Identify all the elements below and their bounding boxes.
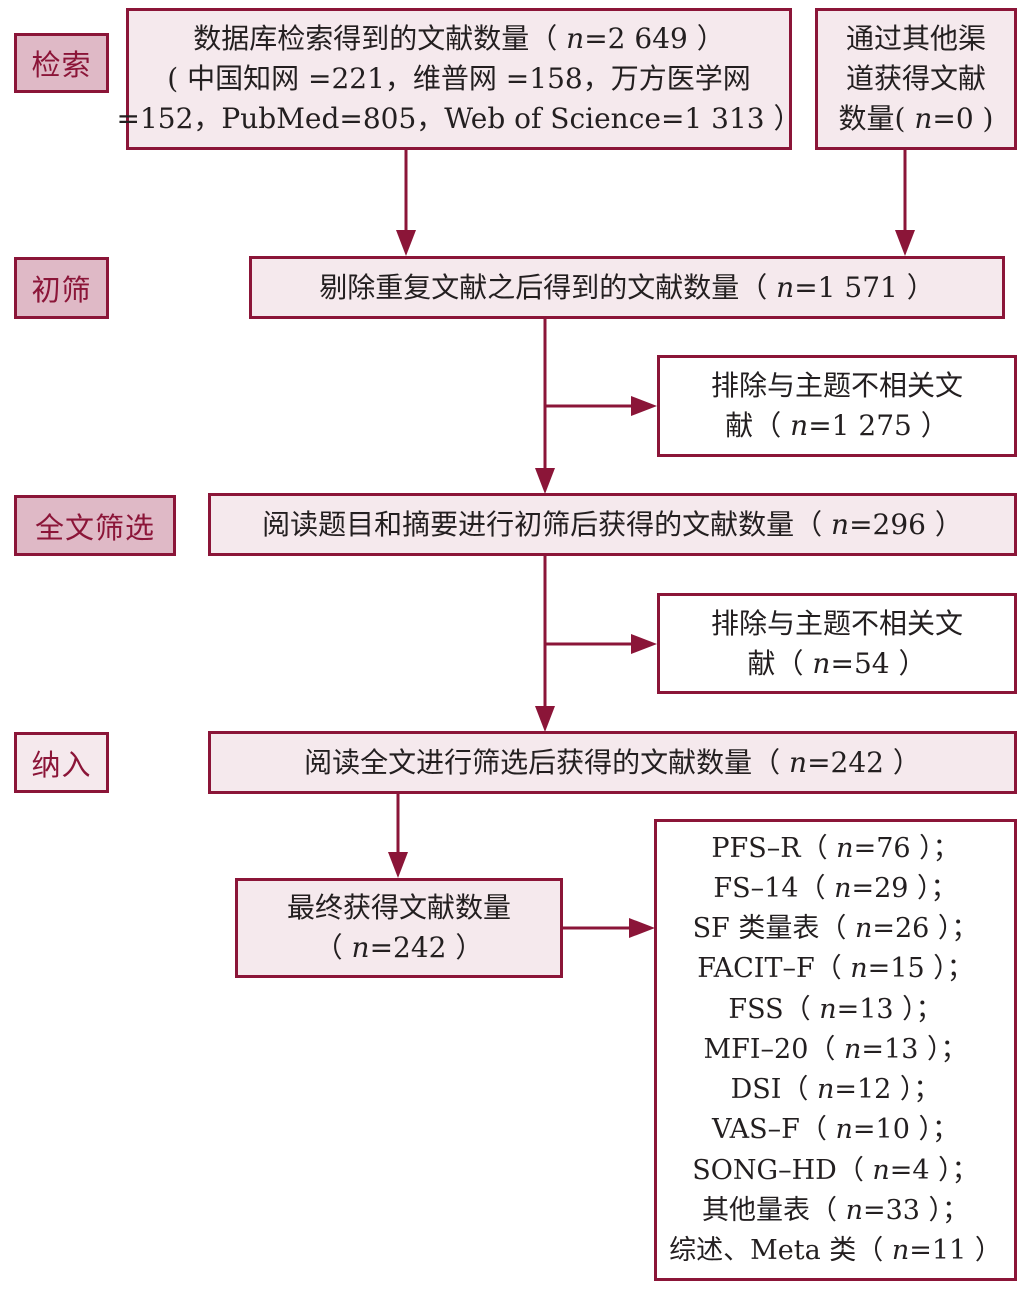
scale-item: DSI（ n=12 ）；: [730, 1074, 941, 1106]
n-symbol: n: [844, 1033, 862, 1065]
box-text-line: 献（ n=54 ）: [747, 646, 927, 680]
scale-item: FACIT–F（ n=15 ）；: [697, 953, 974, 985]
n-symbol: n: [835, 1114, 853, 1146]
arrowhead-down: [535, 468, 555, 494]
excluded-irrelevant-box-1: 排除与主题不相关文 献（ n=1 275 ）: [657, 355, 1017, 457]
arrowhead-down: [396, 230, 416, 256]
box-text-line: 剔除重复文献之后得到的文献数量（ n=1 571 ）: [319, 270, 935, 304]
after-title-abstract-box: 阅读题目和摘要进行初筛后获得的文献数量（ n=296 ）: [208, 493, 1017, 556]
stage-label-search: 检索: [14, 33, 109, 93]
arrowhead-down: [535, 706, 555, 732]
box-text-line: 道获得文献: [845, 62, 986, 95]
box-text-line: 献（ n=1 275 ）: [725, 409, 949, 442]
scale-item: VAS–F（ n=10 ）；: [712, 1114, 959, 1146]
scale-item: FSS（ n=13 ）；: [728, 993, 943, 1025]
box-text-line: 通过其他渠: [845, 22, 986, 55]
n-symbol: n: [872, 1154, 890, 1186]
box-text-line: 阅读题目和摘要进行初筛后获得的文献数量（ n=296 ）: [262, 507, 963, 541]
n-symbol: n: [789, 745, 808, 779]
scale-breakdown-box: PFS–R（ n=76 ）； FS–14（ n=29 ）； SF 类量表（ n=…: [654, 819, 1017, 1281]
excluded-irrelevant-box-2: 排除与主题不相关文 献（ n=54 ）: [657, 593, 1017, 694]
database-search-box: 数据库检索得到的文献数量（ n=2 649 ） ( 中国知网 =221，维普网 …: [117, 8, 802, 150]
n-symbol: n: [831, 507, 850, 541]
box-text-line: 最终获得文献数量: [286, 891, 511, 924]
final-included-box: 最终获得文献数量 （ n=242 ）: [235, 878, 563, 978]
other-sources-box: 通过其他渠 道获得文献 数量( n=0 ): [815, 8, 1017, 150]
scale-item: PFS–R（ n=76 ）；: [711, 832, 960, 864]
stage-label-inclusion: 纳入: [14, 732, 109, 793]
n-symbol: n: [836, 832, 854, 864]
n-symbol: n: [819, 993, 837, 1025]
n-symbol: n: [776, 270, 795, 304]
arrowhead-right: [629, 918, 655, 938]
box-text-line: =152，PubMed=805，Web of Science=1 313 ）: [116, 102, 802, 135]
box-text-line: 数据库检索得到的文献数量（ n=2 649 ）: [193, 22, 725, 55]
scale-item: FS–14（ n=29 ）；: [713, 873, 958, 905]
box-text-line: （ n=242 ）: [314, 931, 484, 964]
box-text-line: 阅读全文进行筛选后获得的文献数量（ n=242 ）: [304, 745, 921, 779]
arrowhead-right: [631, 396, 657, 416]
box-text-line: ( 中国知网 =221，维普网 =158，万方医学网: [167, 62, 751, 95]
scale-item: SF 类量表（ n=26 ）；: [692, 913, 979, 945]
arrowhead-right: [631, 634, 657, 654]
n-symbol: n: [812, 646, 831, 680]
arrowhead-down: [895, 230, 915, 256]
n-symbol: n: [854, 913, 873, 945]
n-symbol: n: [816, 1074, 835, 1106]
after-fulltext-box: 阅读全文进行筛选后获得的文献数量（ n=242 ）: [208, 731, 1017, 794]
n-symbol: n: [834, 873, 852, 905]
n-symbol: n: [351, 931, 370, 964]
n-symbol: n: [790, 409, 809, 442]
stage-label-initial-screen: 初筛: [14, 257, 109, 319]
after-dedup-box: 剔除重复文献之后得到的文献数量（ n=1 571 ）: [249, 256, 1005, 319]
scale-item: 其他量表（ n=33 ）；: [701, 1194, 970, 1226]
box-text-line: 排除与主题不相关文: [710, 606, 963, 640]
n-symbol: n: [566, 22, 585, 55]
n-symbol: n: [914, 102, 933, 135]
n-symbol: n: [845, 1194, 863, 1226]
stage-label-fulltext-screen: 全文筛选: [14, 495, 176, 556]
scale-item: 综述、Meta 类（ n=11 ）: [669, 1234, 1002, 1266]
scale-item: SONG–HD（ n=4 ）；: [692, 1154, 979, 1186]
box-text-line: 排除与主题不相关文: [710, 369, 963, 402]
n-symbol: n: [850, 953, 868, 985]
arrowhead-down: [388, 852, 408, 878]
n-symbol: n: [891, 1234, 910, 1266]
box-text-line: 数量( n=0 ): [838, 102, 994, 135]
scale-item: MFI–20（ n=13 ）；: [703, 1033, 968, 1065]
